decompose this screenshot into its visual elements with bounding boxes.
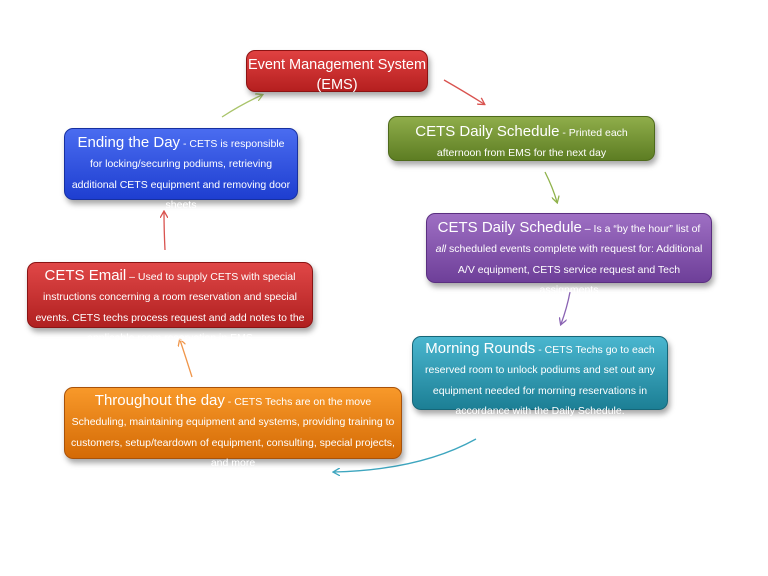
node-description: - CETS Techs are on the move Scheduling,… <box>71 396 395 470</box>
arrow-throughout-to-email <box>180 340 193 378</box>
node-event-management-system: Event Management System (EMS) <box>246 50 428 94</box>
node-description: - CETS is responsible for locking/securi… <box>71 138 291 212</box>
node-cets-daily-schedule-printed: CETS Daily Schedule - Printed each after… <box>388 116 655 161</box>
node-title: CETS Email <box>44 267 127 284</box>
arrow-email-to-ending <box>164 212 165 251</box>
node-description: – Is a “by the hour” list of <box>581 223 701 235</box>
arrow-daily-schedule-to-list <box>544 171 557 202</box>
node-title: Throughout the day <box>94 392 225 409</box>
node-morning-rounds: Morning Rounds - CETS Techs go to each r… <box>412 336 668 417</box>
arrow-morning-to-throughout <box>334 438 477 472</box>
node-throughout-the-day: Throughout the day - CETS Techs are on t… <box>64 387 402 469</box>
node-title: CETS Daily Schedule <box>437 219 582 236</box>
node-title: CETS Daily Schedule <box>415 123 560 140</box>
node-description: – Used to supply CETS with special instr… <box>35 271 305 345</box>
node-title: Ending the Day <box>77 134 181 151</box>
node-cets-email: CETS Email – Used to supply CETS with sp… <box>27 262 313 344</box>
arrow-ems-to-daily-schedule <box>443 79 484 104</box>
arrow-ending-to-ems <box>221 95 262 118</box>
node-description-emphasis: all <box>435 243 447 256</box>
node-title: Morning Rounds <box>425 340 536 357</box>
node-description: - Printed each afternoon from EMS for th… <box>436 127 628 160</box>
node-title: Event Management System (EMS) <box>247 57 427 94</box>
node-ending-the-day: Ending the Day - CETS is responsible for… <box>64 128 298 211</box>
arrow-list-to-morning <box>561 291 571 324</box>
node-cets-daily-schedule-list: CETS Daily Schedule – Is a “by the hour”… <box>426 213 712 296</box>
node-description: - CETS Techs go to each reserved room to… <box>425 344 655 418</box>
node-description-continued: scheduled events complete with request f… <box>446 243 703 297</box>
